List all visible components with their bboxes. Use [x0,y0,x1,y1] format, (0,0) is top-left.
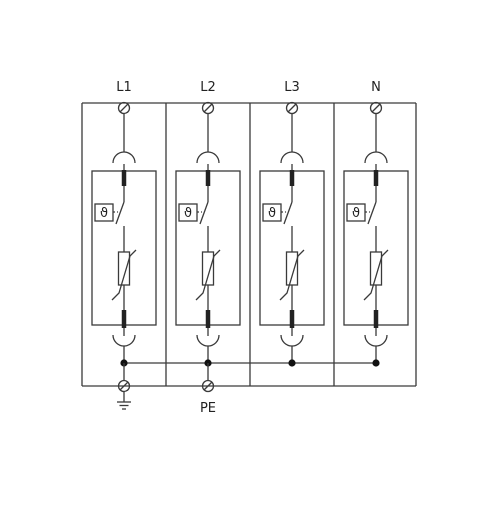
terminal-slash [371,103,381,113]
thermal-disconnector-icon: ϑ [262,203,286,222]
socket-top-arc [280,151,304,164]
terminal-label: L2 [200,80,216,95]
socket-bottom-arc [112,334,136,347]
protection-module-4: Nϑ [343,80,409,367]
terminal-slash [203,103,213,113]
ground-icon [117,392,131,410]
pe-terminal-label: PE [200,401,216,416]
protection-module-2: L2 ϑ [175,80,241,367]
varistor-curve [195,249,221,301]
varistor-curve [279,249,305,301]
socket-top-arc [364,151,388,164]
switch-blade [199,201,209,225]
terminal-circle [201,379,215,393]
terminal-circle [369,101,383,115]
switch-blade [367,201,377,225]
terminal-circle [117,101,131,115]
switch-blade [283,201,293,225]
varistor-body [201,251,215,286]
socket-bottom-arc [280,334,304,347]
terminal-screw-icon [117,379,131,393]
varistor-curve [363,249,389,301]
thermal-symbol: ϑ [268,206,276,221]
varistor-body [285,251,299,286]
terminal-slash [203,381,213,391]
terminal-screw-icon [285,101,299,115]
junction-dot-icon [372,359,380,367]
socket-top-arc [112,151,136,164]
thermal-disconnector-icon: ϑ [178,203,202,222]
terminal-label: N [371,80,381,95]
varistor-curve [111,249,137,301]
thermal-symbol: ϑ [352,206,360,221]
varistor-body [369,251,383,286]
thermal-symbol: ϑ [184,206,192,221]
switch-blade [115,201,125,225]
protection-module-3: L3 ϑ [259,80,325,367]
terminal-slash [287,103,297,113]
terminal-screw-icon [201,379,215,393]
junction-dot-icon [288,359,296,367]
terminal-label: L3 [284,80,300,95]
thermal-disconnector-icon: ϑ [94,203,118,222]
terminal-circle [201,101,215,115]
socket-bottom-arc [364,334,388,347]
terminal-slash [119,381,129,391]
terminal-screw-icon [117,101,131,115]
socket-top-arc [196,151,220,164]
terminal-circle [117,379,131,393]
terminal-circle [285,101,299,115]
socket-bottom-arc [196,334,220,347]
terminal-screw-icon [369,101,383,115]
terminal-label: L1 [116,80,132,95]
protection-module-1: L1 ϑ [91,80,157,367]
thermal-symbol: ϑ [100,206,108,221]
terminal-screw-icon [201,101,215,115]
thermal-disconnector-icon: ϑ [346,203,370,222]
terminal-slash [119,103,129,113]
varistor-body [117,251,131,286]
